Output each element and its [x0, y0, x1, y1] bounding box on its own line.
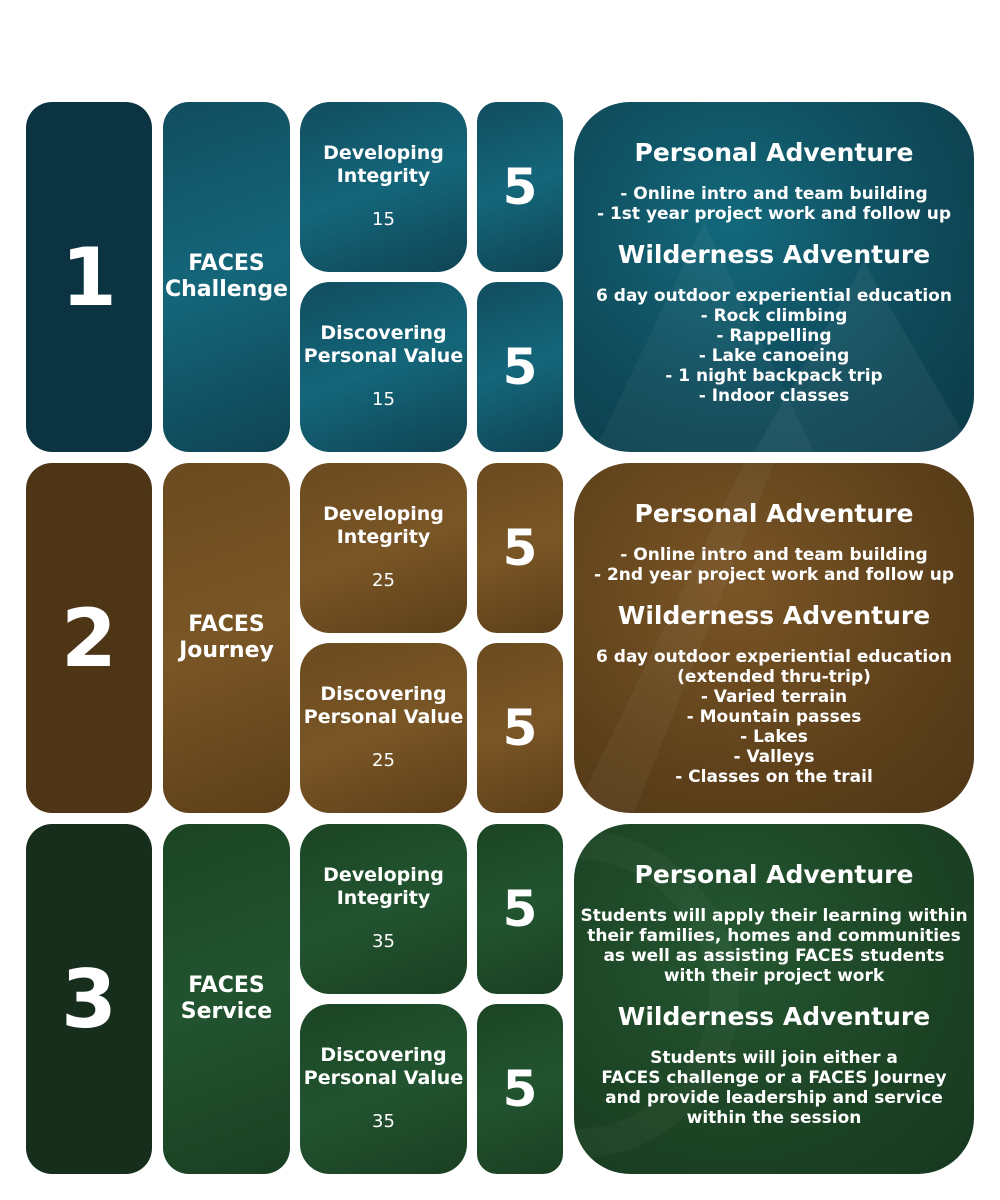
detail-line: 6 day outdoor experiential education [596, 286, 952, 306]
tier-name-line: Service [180, 999, 273, 1024]
detail-line: Students will apply their learning withi… [580, 906, 968, 926]
course-number: 15 [372, 389, 395, 410]
course-credit: 5 [477, 102, 563, 272]
tier-number: 2 [26, 463, 152, 813]
wilderness-adventure-title: Wilderness Adventure [617, 601, 931, 630]
personal-adventure-details: - Online intro and team building - 1st y… [597, 184, 951, 224]
tier-name: FACES Service [163, 824, 290, 1174]
detail-line: - Valleys [733, 747, 815, 767]
wilderness-adventure-details: 6 day outdoor experiential education (ex… [596, 647, 952, 787]
detail-line: - Rappelling [716, 326, 832, 346]
tier-number: 1 [26, 102, 152, 452]
tier-number-text: 3 [61, 952, 117, 1046]
tier-name-line: FACES [188, 612, 265, 637]
course-discovering-personal-value: Discovering Personal Value 25 [300, 643, 467, 813]
detail-line: - Lakes [740, 727, 808, 747]
detail-line: - Rock climbing [700, 306, 848, 326]
personal-adventure-title: Personal Adventure [634, 860, 914, 889]
detail-line: with their project work [663, 966, 885, 986]
personal-adventure-details: - Online intro and team building - 2nd y… [594, 545, 954, 585]
course-credit: 5 [477, 824, 563, 994]
course-title-line: Discovering [320, 683, 447, 705]
credit-value: 5 [502, 158, 538, 216]
course-title-line: Integrity [336, 526, 431, 548]
course-title-line: Discovering [320, 1044, 447, 1066]
course-credit: 5 [477, 1004, 563, 1174]
detail-line: - 1 night backpack trip [665, 366, 883, 386]
detail-line: - Online intro and team building [620, 545, 928, 565]
tier-name-line: FACES [188, 973, 265, 998]
detail-line: - Indoor classes [698, 386, 850, 406]
course-number: 25 [372, 750, 395, 771]
wilderness-adventure-details: Students will join either a FACES challe… [601, 1048, 946, 1128]
detail-line: - Classes on the trail [675, 767, 873, 787]
credit-value: 5 [502, 338, 538, 396]
tier-number: 3 [26, 824, 152, 1174]
course-discovering-personal-value: Discovering Personal Value 35 [300, 1004, 467, 1174]
course-title-line: Developing [323, 503, 444, 525]
course-number: 35 [372, 931, 395, 952]
tier-name: FACES Journey [163, 463, 290, 813]
tier-name: FACES Challenge [163, 102, 290, 452]
wilderness-adventure-details: 6 day outdoor experiential education - R… [596, 286, 952, 406]
tier-name-line: FACES [188, 251, 265, 276]
course-title-line: Personal Value [303, 706, 464, 728]
tier-name-line: Journey [179, 638, 274, 663]
personal-adventure-title: Personal Adventure [634, 138, 914, 167]
detail-line: within the session [686, 1108, 862, 1128]
detail-line: - 1st year project work and follow up [596, 204, 952, 224]
course-number: 25 [372, 570, 395, 591]
course-number: 15 [372, 209, 395, 230]
detail-line: 6 day outdoor experiential education [596, 647, 952, 667]
tier-number-text: 2 [61, 591, 117, 685]
course-credit: 5 [477, 643, 563, 813]
credit-value: 5 [502, 699, 538, 757]
credit-value: 5 [502, 519, 538, 577]
personal-adventure-details: Students will apply their learning withi… [580, 906, 967, 986]
course-title-line: Integrity [336, 165, 431, 187]
credit-value: 5 [502, 880, 538, 938]
course-title-line: Developing [323, 142, 444, 164]
tier-name-line: Challenge [165, 277, 288, 302]
course-discovering-personal-value: Discovering Personal Value 15 [300, 282, 467, 452]
personal-adventure-title: Personal Adventure [634, 499, 914, 528]
detail-line: - 2nd year project work and follow up [593, 565, 955, 585]
course-title-line: Integrity [336, 887, 431, 909]
detail-line: as well as assisting FACES students [603, 946, 945, 966]
course-developing-integrity: Developing Integrity 25 [300, 463, 467, 633]
detail-line: Students will join either a [650, 1048, 898, 1068]
detail-line: (extended thru-trip) [677, 667, 871, 687]
course-developing-integrity: Developing Integrity 15 [300, 102, 467, 272]
tier-description: Personal Adventure Students will apply t… [574, 824, 974, 1174]
credit-value: 5 [502, 1060, 538, 1118]
wilderness-adventure-title: Wilderness Adventure [617, 240, 931, 269]
detail-line: - Online intro and team building [620, 184, 928, 204]
course-title-line: Discovering [320, 322, 447, 344]
course-title-line: Personal Value [303, 1067, 464, 1089]
detail-line: - Mountain passes [686, 707, 862, 727]
tier-number-text: 1 [61, 230, 117, 324]
course-title-line: Developing [323, 864, 444, 886]
course-number: 35 [372, 1111, 395, 1132]
detail-line: FACES challenge or a FACES Journey [601, 1068, 947, 1088]
detail-line: and provide leadership and service [605, 1088, 943, 1108]
tier-description: Personal Adventure - Online intro and te… [574, 463, 974, 813]
detail-line: - Lake canoeing [698, 346, 850, 366]
course-credit: 5 [477, 463, 563, 633]
course-title-line: Personal Value [303, 345, 464, 367]
tier-description: Personal Adventure - Online intro and te… [574, 102, 974, 452]
detail-line: - Varied terrain [700, 687, 848, 707]
course-credit: 5 [477, 282, 563, 452]
wilderness-adventure-title: Wilderness Adventure [617, 1002, 931, 1031]
course-developing-integrity: Developing Integrity 35 [300, 824, 467, 994]
detail-line: their families, homes and communities [587, 926, 961, 946]
